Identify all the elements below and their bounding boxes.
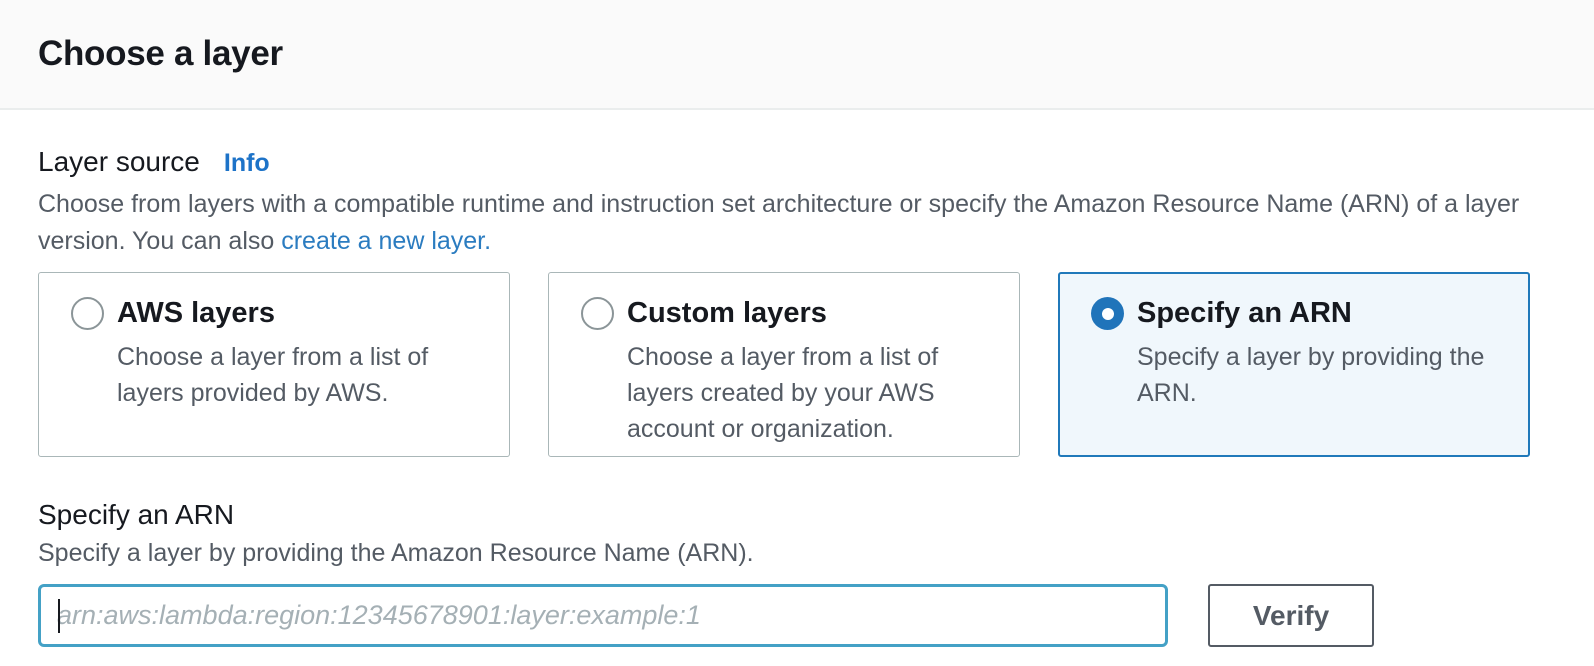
option-description: Choose a layer from a list of layers cre…	[627, 343, 939, 443]
arn-input-row: Verify	[38, 584, 1556, 647]
option-title: AWS layers	[117, 297, 275, 329]
option-card-custom-layers[interactable]: Custom layers Choose a layer from a list…	[548, 272, 1020, 457]
option-title: Custom layers	[627, 297, 827, 329]
option-title: Specify an ARN	[1137, 297, 1352, 329]
arn-section-label: Specify an ARN	[38, 499, 235, 530]
description-line-2-text: version. You can also	[38, 227, 282, 255]
main-content: Layer source Info Choose from layers wit…	[0, 146, 1594, 647]
layer-source-label: Layer source	[38, 146, 200, 177]
layer-source-header: Layer source Info	[38, 146, 1556, 178]
page-title: Choose a layer	[38, 34, 283, 73]
arn-section-description: Specify a layer by providing the Amazon …	[38, 539, 754, 567]
option-description: Specify a layer by providing the ARN.	[1137, 343, 1485, 407]
arn-input-wrap	[38, 584, 1168, 647]
radio-checked-icon[interactable]	[1091, 297, 1124, 330]
description-line-2: version. You can also create a new layer…	[38, 223, 1556, 260]
option-card-specify-arn[interactable]: Specify an ARN Specify a layer by provid…	[1058, 272, 1530, 457]
page-header: Choose a layer	[0, 0, 1594, 110]
radio-unchecked-icon[interactable]	[581, 297, 614, 330]
layer-source-options: AWS layers Choose a layer from a list of…	[38, 272, 1556, 457]
radio-unchecked-icon[interactable]	[71, 297, 104, 330]
verify-button[interactable]: Verify	[1208, 584, 1374, 647]
create-new-layer-link[interactable]: create a new layer.	[281, 227, 492, 255]
option-description: Choose a layer from a list of layers pro…	[117, 343, 429, 407]
description-line-1: Choose from layers with a compatible run…	[38, 190, 1520, 218]
layer-source-description: Choose from layers with a compatible run…	[38, 186, 1556, 260]
text-caret	[58, 599, 60, 633]
option-card-aws-layers[interactable]: AWS layers Choose a layer from a list of…	[38, 272, 510, 457]
arn-input[interactable]	[38, 584, 1168, 647]
info-link[interactable]: Info	[223, 149, 270, 177]
